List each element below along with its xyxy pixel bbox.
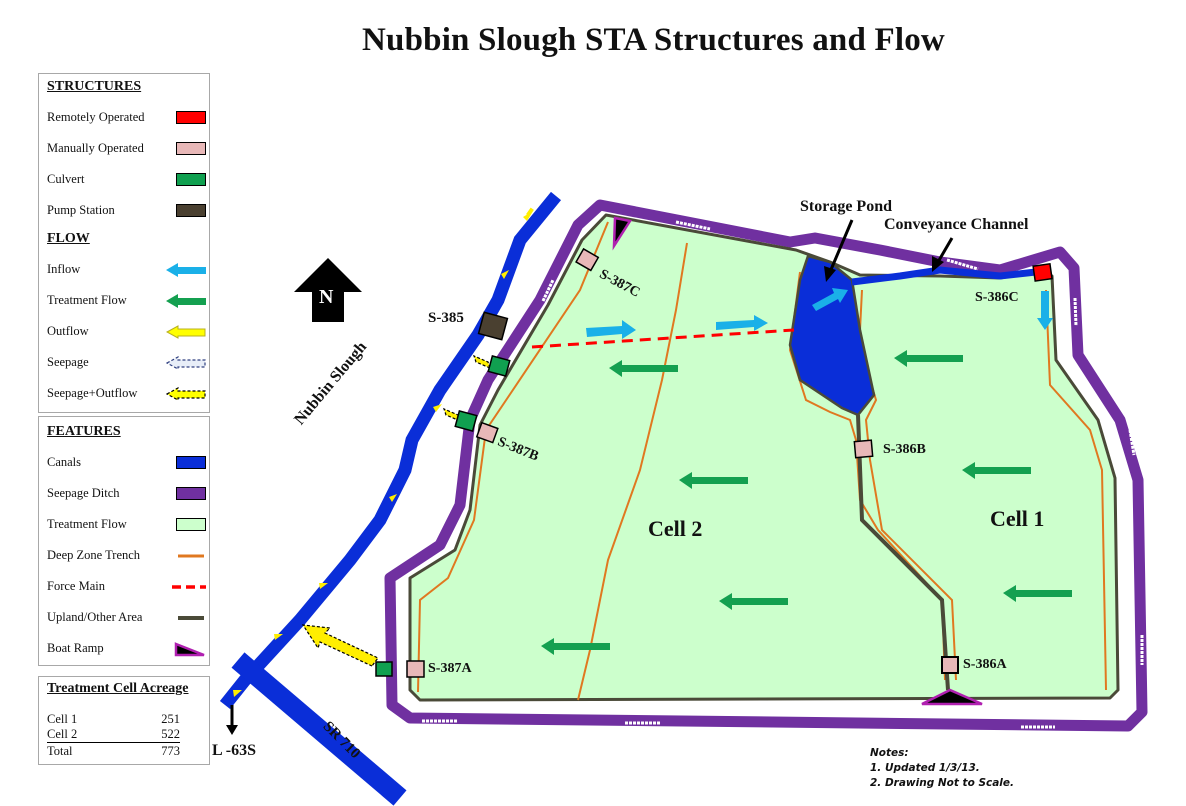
s386c-gate[interactable] bbox=[1032, 262, 1053, 282]
conveyance-channel-label: Conveyance Channel bbox=[884, 216, 1029, 233]
s387a-label[interactable]: S-387A bbox=[428, 661, 472, 676]
cell2-label: Cell 2 bbox=[648, 516, 703, 541]
s386c-label[interactable]: S-386C bbox=[975, 290, 1019, 305]
upland-line-icon bbox=[178, 616, 204, 620]
boat-ramp-south bbox=[921, 688, 983, 706]
treatment-area-swatch-icon bbox=[176, 518, 206, 531]
s387a-culvert[interactable] bbox=[375, 661, 393, 677]
s387a-gate[interactable] bbox=[406, 660, 425, 678]
legend-item: Remotely Operated bbox=[47, 110, 206, 126]
s385-pump-station[interactable] bbox=[477, 311, 509, 341]
force-main-line-icon bbox=[172, 585, 206, 589]
cell1-label: Cell 1 bbox=[990, 506, 1045, 531]
legend-item: Treatment Flow bbox=[47, 293, 206, 309]
structures-header: STRUCTURES bbox=[47, 79, 142, 94]
legend-item: Pump Station bbox=[47, 203, 206, 219]
boat-ramp-north bbox=[612, 216, 633, 251]
s385-label[interactable]: S-385 bbox=[428, 310, 464, 326]
s386b-label[interactable]: S-386B bbox=[883, 442, 926, 457]
pink-square-icon bbox=[176, 142, 206, 155]
flow-header: FLOW bbox=[47, 231, 90, 246]
legend-item: Deep Zone Trench bbox=[47, 548, 204, 564]
seepage-ditch-swatch-icon bbox=[176, 487, 206, 500]
legend-item: Treatment Flow bbox=[47, 517, 206, 533]
deep-zone-trench-line-icon bbox=[178, 554, 204, 558]
boat-ramp-icon bbox=[174, 642, 205, 657]
legend-item: Culvert bbox=[47, 172, 206, 188]
features-header: FEATURES bbox=[47, 424, 121, 439]
legend-item: Force Main bbox=[47, 579, 206, 595]
acreage-table: Treatment Cell Acreage Cell 1 251 Cell 2… bbox=[38, 676, 210, 765]
s385-culvert-1[interactable] bbox=[487, 355, 511, 377]
legend-item: Inflow bbox=[47, 262, 206, 278]
l63s-label: L -63S bbox=[212, 742, 257, 759]
acreage-header: Treatment Cell Acreage bbox=[47, 681, 189, 696]
red-square-icon bbox=[176, 111, 206, 124]
s386a-label[interactable]: S-386A bbox=[963, 657, 1007, 672]
north-arrow-icon bbox=[294, 258, 362, 322]
canal-swatch-icon bbox=[176, 456, 206, 469]
green-square-icon bbox=[176, 173, 206, 186]
acreage-row: Cell 2 522 bbox=[47, 727, 180, 743]
legend-item: Manually Operated bbox=[47, 141, 206, 157]
brown-square-icon bbox=[176, 204, 206, 217]
legend-item: Seepage+Outflow bbox=[47, 386, 206, 402]
legend-item: Seepage bbox=[47, 355, 206, 371]
s387c-gate[interactable] bbox=[575, 247, 600, 272]
l63s-arrow bbox=[226, 705, 238, 735]
north-label: N bbox=[319, 286, 334, 308]
acreage-row: Cell 1 251 bbox=[47, 712, 180, 726]
s387b-gate[interactable] bbox=[475, 421, 499, 444]
seepage-arrow-icon bbox=[166, 356, 206, 370]
outflow-arrow-icon bbox=[166, 325, 206, 339]
legend-item: Upland/Other Area bbox=[47, 610, 204, 626]
legend-item: Outflow bbox=[47, 324, 206, 340]
seepage-outflow-arrow-icon bbox=[166, 387, 206, 401]
legend-item: Canals bbox=[47, 455, 206, 471]
legend-features: FEATURES Canals Seepage Ditch Treatment … bbox=[38, 416, 210, 666]
notes: Notes: 1. Updated 1/3/13. 2. Drawing Not… bbox=[870, 747, 1015, 789]
storage-pond-label: Storage Pond bbox=[800, 198, 892, 215]
legend-item: Boat Ramp bbox=[47, 641, 205, 657]
acreage-total-row: Total 773 bbox=[47, 744, 180, 758]
page-title: Nubbin Slough STA Structures and Flow bbox=[362, 22, 945, 58]
nubbin-slough-canal bbox=[219, 191, 562, 806]
legend-structures-flow: STRUCTURES Remotely Operated Manually Op… bbox=[38, 73, 210, 413]
s387b-culvert[interactable] bbox=[454, 410, 478, 432]
inflow-arrow-icon bbox=[166, 263, 206, 277]
s386a-gate[interactable] bbox=[941, 656, 959, 674]
legend-item: Seepage Ditch bbox=[47, 486, 206, 502]
treatment-flow-arrow-icon bbox=[166, 294, 206, 308]
s386b-gate[interactable] bbox=[853, 439, 874, 459]
seepage-ditch bbox=[384, 199, 1148, 732]
